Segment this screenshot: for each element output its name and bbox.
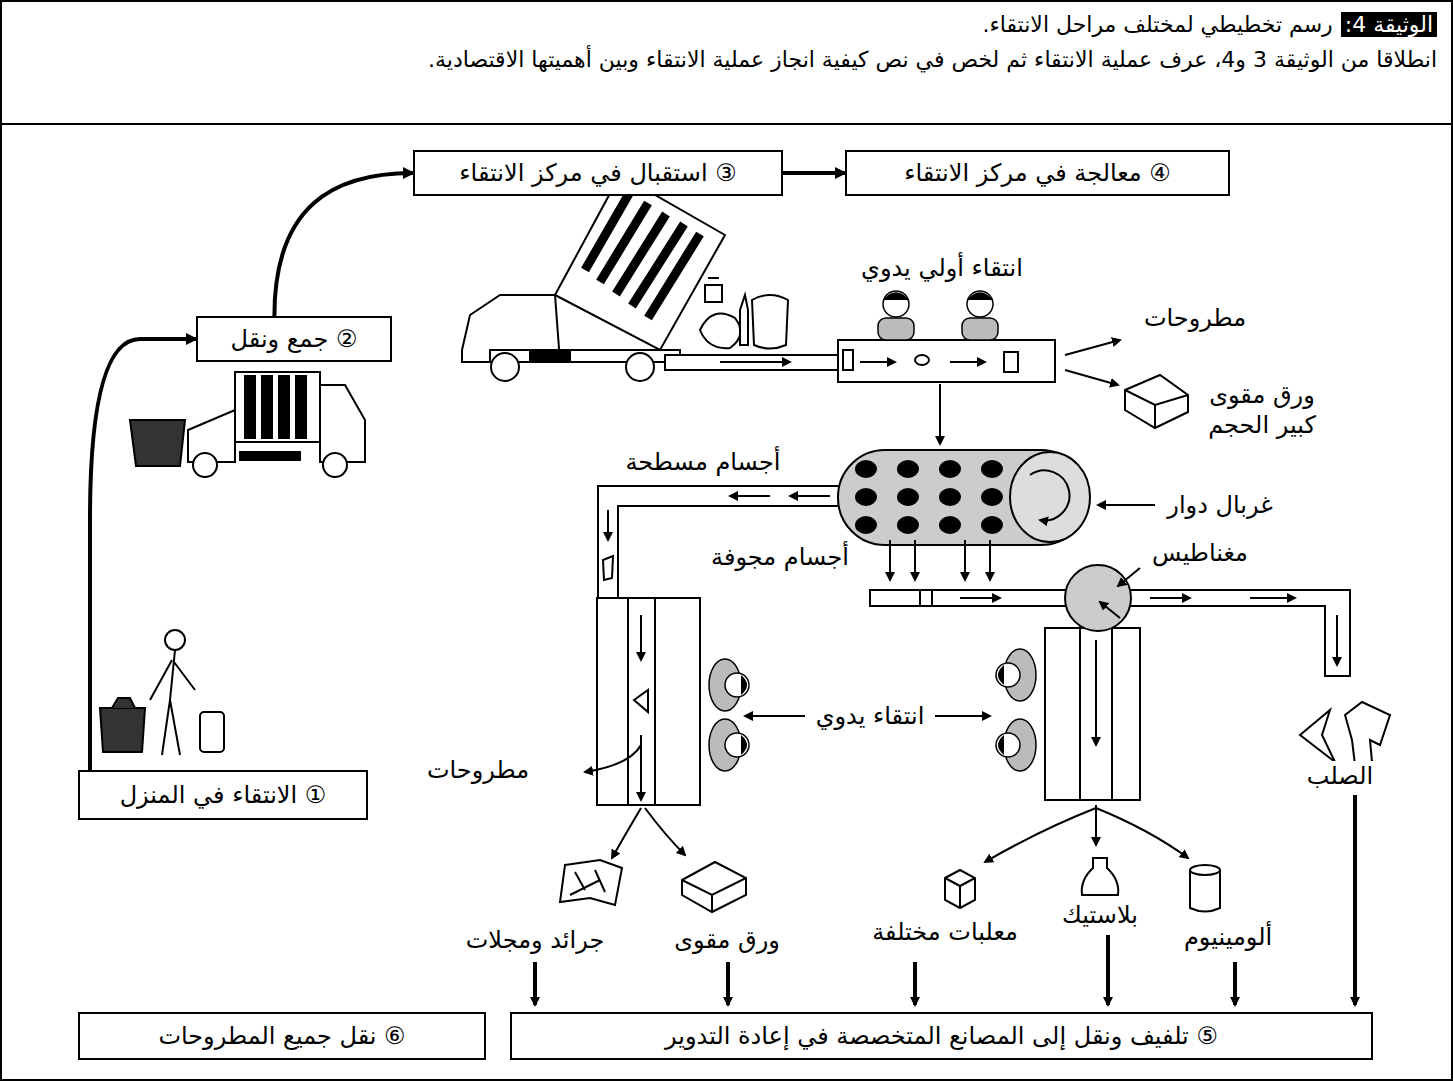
flow-arrow xyxy=(783,171,845,175)
header-text: رسم تخطيطي لمختلف مراحل الانتقاء. xyxy=(982,12,1332,37)
stage-label: ③ استقبال في مركز الانتقاء xyxy=(459,159,736,187)
to-baling-arrows xyxy=(535,795,1355,1005)
stage-label: ⑤ تلفيف ونقل إلى المصانع المتخصصة في إعا… xyxy=(665,1022,1218,1050)
part-label: ورق مقوى xyxy=(671,925,783,955)
part-label: بلاستيك xyxy=(1059,900,1141,930)
header-box: الوثيقة 4: رسم تخطيطي لمختلف مراحل الانتق… xyxy=(0,0,1453,125)
part-label: الصلب xyxy=(1304,761,1376,791)
stage-box: ④ معالجة في مركز الانتقاء xyxy=(845,150,1230,196)
stage-label: ② جمع ونقل xyxy=(231,325,358,353)
part-label: انتقاء يدوي xyxy=(813,701,928,731)
part-label: انتقاء أولي يدوي xyxy=(858,253,1026,283)
hollow-channel xyxy=(870,540,1350,862)
header-text: انطلاقا من الوثيقة 3 و4، عرف عملية الانت… xyxy=(16,47,1437,72)
stage-label: ① الانتقاء في المنزل xyxy=(120,781,327,809)
dump-truck xyxy=(462,175,788,381)
flow-arrow xyxy=(90,339,196,770)
part-label: أجسام مجوفة xyxy=(708,542,852,572)
rotating-sieve xyxy=(838,450,1155,545)
stage-box: ① الانتقاء في المنزل xyxy=(78,770,368,820)
stage-label: ④ معالجة في مركز الانتقاء xyxy=(904,159,1171,187)
primary-workers xyxy=(878,291,998,340)
document-number: الوثيقة 4: xyxy=(1341,12,1437,37)
part-label: غربال دوار xyxy=(1164,490,1275,520)
collection-truck xyxy=(130,372,365,477)
part-label: ألومينيوم xyxy=(1181,922,1275,952)
part-label: أجسام مسطحة xyxy=(622,447,783,477)
part-label: مطروحات xyxy=(424,755,532,785)
flow-arrow xyxy=(274,173,413,316)
part-label: ورق مقوى كبير الحجم xyxy=(1189,380,1335,440)
part-label: معلبات مختلفة xyxy=(869,917,1021,947)
stage-label: ⑥ نقل جميع المطروحات xyxy=(158,1022,405,1050)
home-person xyxy=(100,630,224,755)
part-label: جرائد ومجلات xyxy=(463,925,608,955)
products xyxy=(560,702,1390,912)
stage-box: ⑥ نقل جميع المطروحات xyxy=(78,1012,486,1060)
part-label: مغناطيس xyxy=(1149,538,1251,568)
stage-box: ② جمع ونقل xyxy=(196,316,392,362)
stage-box: ③ استقبال في مركز الانتقاء xyxy=(413,150,783,196)
part-label: مطروحات xyxy=(1141,303,1249,333)
conveyors xyxy=(665,340,1188,444)
stage-box: ⑤ تلفيف ونقل إلى المصانع المتخصصة في إعا… xyxy=(510,1012,1373,1060)
